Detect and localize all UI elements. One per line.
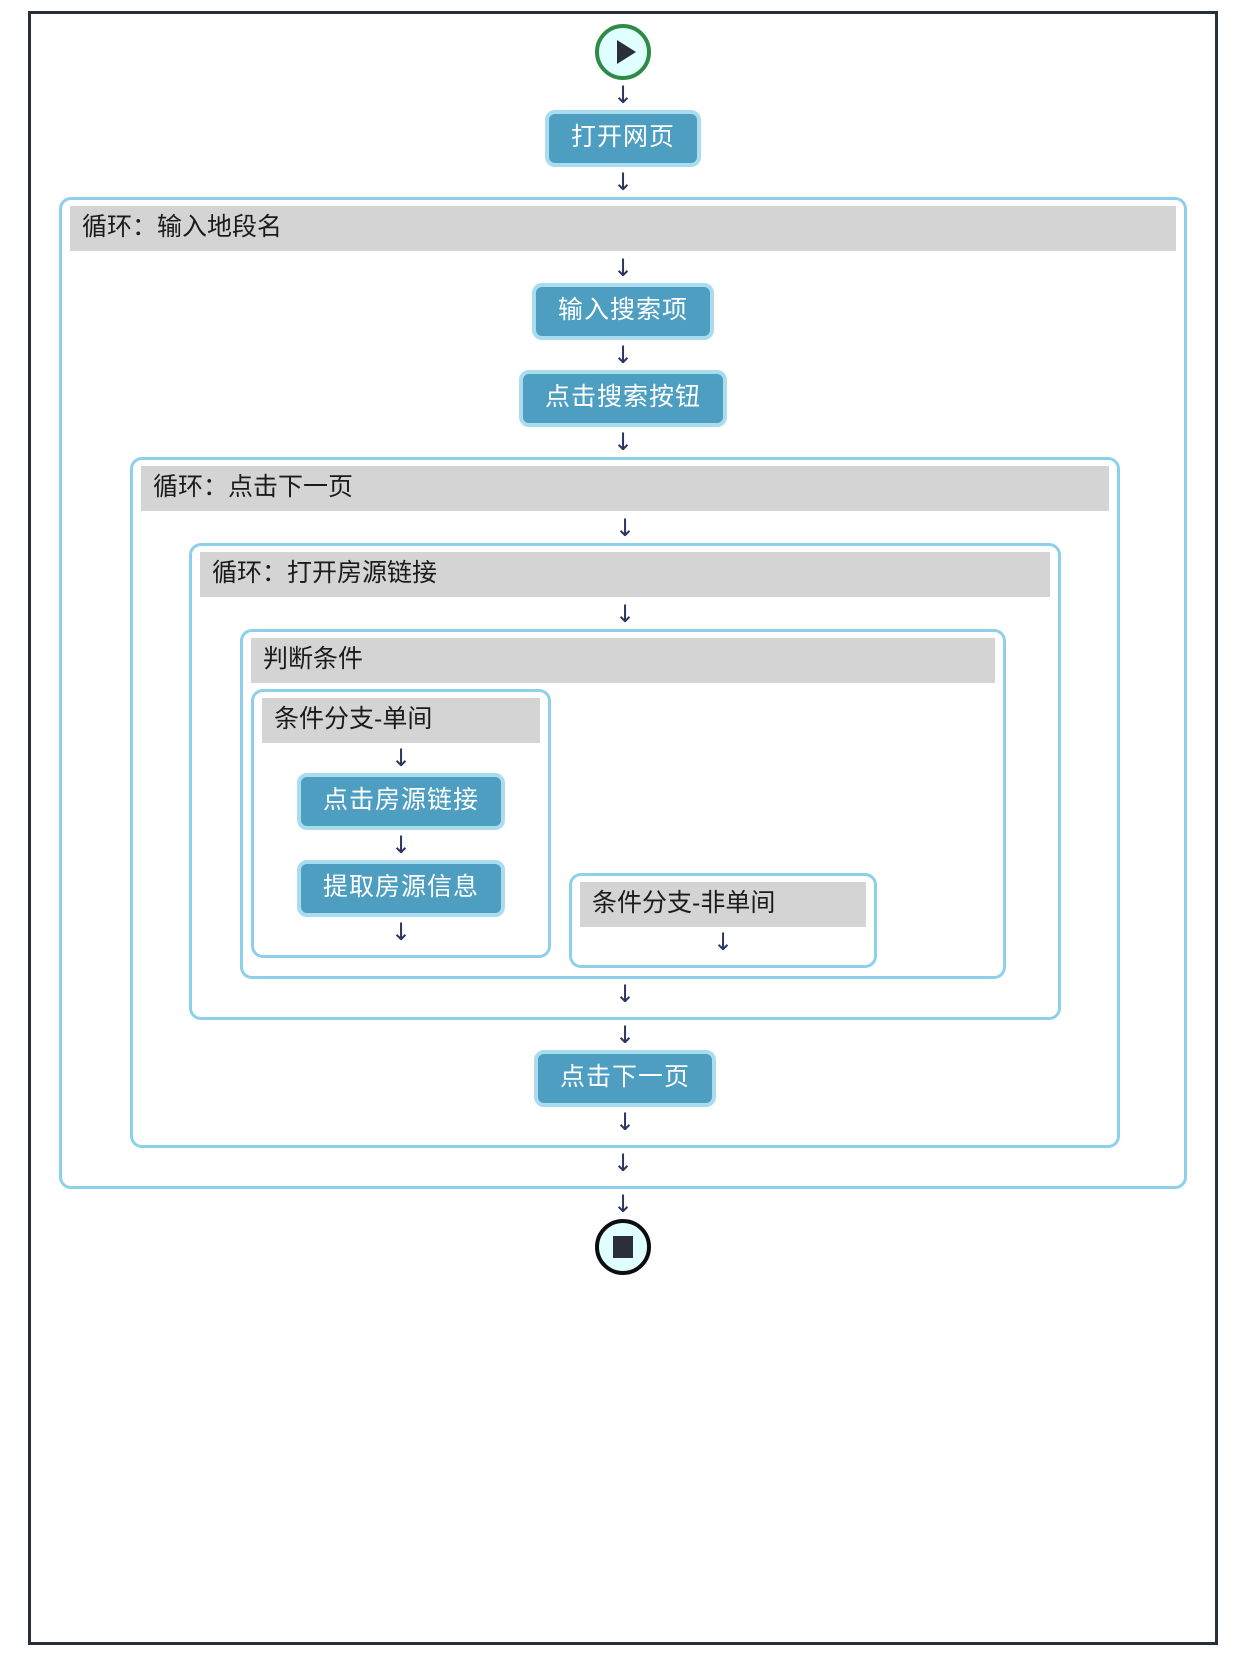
arrow-down-icon: ↓ bbox=[614, 514, 636, 542]
arrow-down-icon: ↓ bbox=[612, 81, 634, 109]
container-loop-district-header: 循环：输入地段名 bbox=[70, 206, 1176, 251]
connector-to-extract-listing-info: ↓ bbox=[262, 830, 540, 860]
connector-to-click-next-page: ↓ bbox=[141, 1020, 1109, 1050]
connector-open-page-to-loop-district: ↓ bbox=[31, 167, 1215, 197]
node-row-click-listing-link: 点击房源链接 bbox=[262, 773, 540, 830]
arrow-down-icon: ↓ bbox=[390, 918, 412, 946]
connector-to-condition: ↓ bbox=[200, 599, 1050, 629]
arrow-down-icon: ↓ bbox=[390, 744, 412, 772]
connector-to-enter-search-term: ↓ bbox=[70, 253, 1176, 283]
node-row-extract-listing-info: 提取房源信息 bbox=[262, 860, 540, 917]
node-click-listing-link[interactable]: 点击房源链接 bbox=[296, 773, 505, 830]
start-terminal-row bbox=[31, 24, 1215, 80]
connector-loop-next-page-exit: ↓ bbox=[141, 1107, 1109, 1137]
arrow-down-icon: ↓ bbox=[612, 1190, 634, 1218]
container-branch-single[interactable]: 条件分支-单间 ↓ 点击房源链接 bbox=[251, 689, 551, 958]
connector-branch-single-exit: ↓ bbox=[262, 917, 540, 947]
container-loop-open-listing[interactable]: 循环：打开房源链接 ↓ 判断条件 bbox=[189, 543, 1061, 1020]
node-row-click-search-button: 点击搜索按钮 bbox=[70, 370, 1176, 427]
arrow-down-icon: ↓ bbox=[712, 928, 734, 956]
arrow-down-icon: ↓ bbox=[612, 1149, 634, 1177]
connector-branch-non-single-exit: ↓ bbox=[580, 927, 866, 957]
connector-start-to-open-page: ↓ bbox=[31, 80, 1215, 110]
container-condition-header: 判断条件 bbox=[251, 638, 995, 683]
node-open-page[interactable]: 打开网页 bbox=[544, 110, 701, 167]
container-loop-district-body: ↓ 输入搜索项 ↓ 点击搜索按钮 ↓ bbox=[70, 251, 1176, 1178]
node-row-click-next-page: 点击下一页 bbox=[141, 1050, 1109, 1107]
connector-to-loop-next-page: ↓ bbox=[70, 427, 1176, 457]
container-branch-non-single-body: ↓ bbox=[580, 927, 866, 957]
arrow-down-icon: ↓ bbox=[612, 254, 634, 282]
arrow-down-icon: ↓ bbox=[390, 831, 412, 859]
diagram-frame: ↓ 打开网页 ↓ 循环：输入地段名 ↓ 输入搜索项 bbox=[28, 11, 1218, 1645]
node-click-search-button[interactable]: 点击搜索按钮 bbox=[518, 370, 727, 427]
connector-loop-district-exit: ↓ bbox=[70, 1148, 1176, 1178]
arrow-down-icon: ↓ bbox=[614, 1108, 636, 1136]
container-branch-non-single[interactable]: 条件分支-非单间 ↓ bbox=[569, 873, 877, 968]
connector-to-end: ↓ bbox=[31, 1189, 1215, 1219]
container-loop-district[interactable]: 循环：输入地段名 ↓ 输入搜索项 ↓ 点击搜索按钮 bbox=[59, 197, 1187, 1189]
connector-to-loop-open-listing: ↓ bbox=[141, 513, 1109, 543]
container-branch-single-body: ↓ 点击房源链接 ↓ bbox=[262, 743, 540, 947]
container-loop-open-listing-header: 循环：打开房源链接 bbox=[200, 552, 1050, 597]
connector-to-click-listing-link: ↓ bbox=[262, 743, 540, 773]
condition-branch-row: 条件分支-单间 ↓ 点击房源链接 bbox=[251, 685, 995, 968]
node-enter-search-term[interactable]: 输入搜索项 bbox=[531, 283, 714, 340]
connector-to-click-search-button: ↓ bbox=[70, 340, 1176, 370]
container-branch-single-header: 条件分支-单间 bbox=[262, 698, 540, 743]
arrow-down-icon: ↓ bbox=[612, 428, 634, 456]
node-click-next-page[interactable]: 点击下一页 bbox=[533, 1050, 716, 1107]
flow-root: ↓ 打开网页 ↓ 循环：输入地段名 ↓ 输入搜索项 bbox=[31, 14, 1215, 1275]
container-loop-open-listing-body: ↓ 判断条件 bbox=[200, 597, 1050, 1009]
arrow-down-icon: ↓ bbox=[614, 600, 636, 628]
container-branch-non-single-header: 条件分支-非单间 bbox=[580, 882, 866, 927]
container-condition-body: 条件分支-单间 ↓ 点击房源链接 bbox=[251, 683, 995, 968]
end-terminal-row bbox=[31, 1219, 1215, 1275]
node-row-open-page: 打开网页 bbox=[31, 110, 1215, 167]
arrow-down-icon: ↓ bbox=[612, 168, 634, 196]
stop-icon bbox=[613, 1236, 633, 1258]
container-loop-next-page[interactable]: 循环：点击下一页 ↓ 循环：打开房源链接 ↓ bbox=[130, 457, 1120, 1148]
container-loop-next-page-header: 循环：点击下一页 bbox=[141, 466, 1109, 511]
container-condition[interactable]: 判断条件 条件分支-单间 bbox=[240, 629, 1006, 979]
end-node[interactable] bbox=[595, 1219, 651, 1275]
start-node[interactable] bbox=[595, 24, 651, 80]
play-icon bbox=[616, 40, 636, 64]
node-row-enter-search-term: 输入搜索项 bbox=[70, 283, 1176, 340]
connector-loop-open-listing-exit: ↓ bbox=[200, 979, 1050, 1009]
arrow-down-icon: ↓ bbox=[614, 980, 636, 1008]
arrow-down-icon: ↓ bbox=[612, 341, 634, 369]
arrow-down-icon: ↓ bbox=[614, 1021, 636, 1049]
node-extract-listing-info[interactable]: 提取房源信息 bbox=[296, 860, 505, 917]
container-loop-next-page-body: ↓ 循环：打开房源链接 ↓ bbox=[141, 511, 1109, 1137]
